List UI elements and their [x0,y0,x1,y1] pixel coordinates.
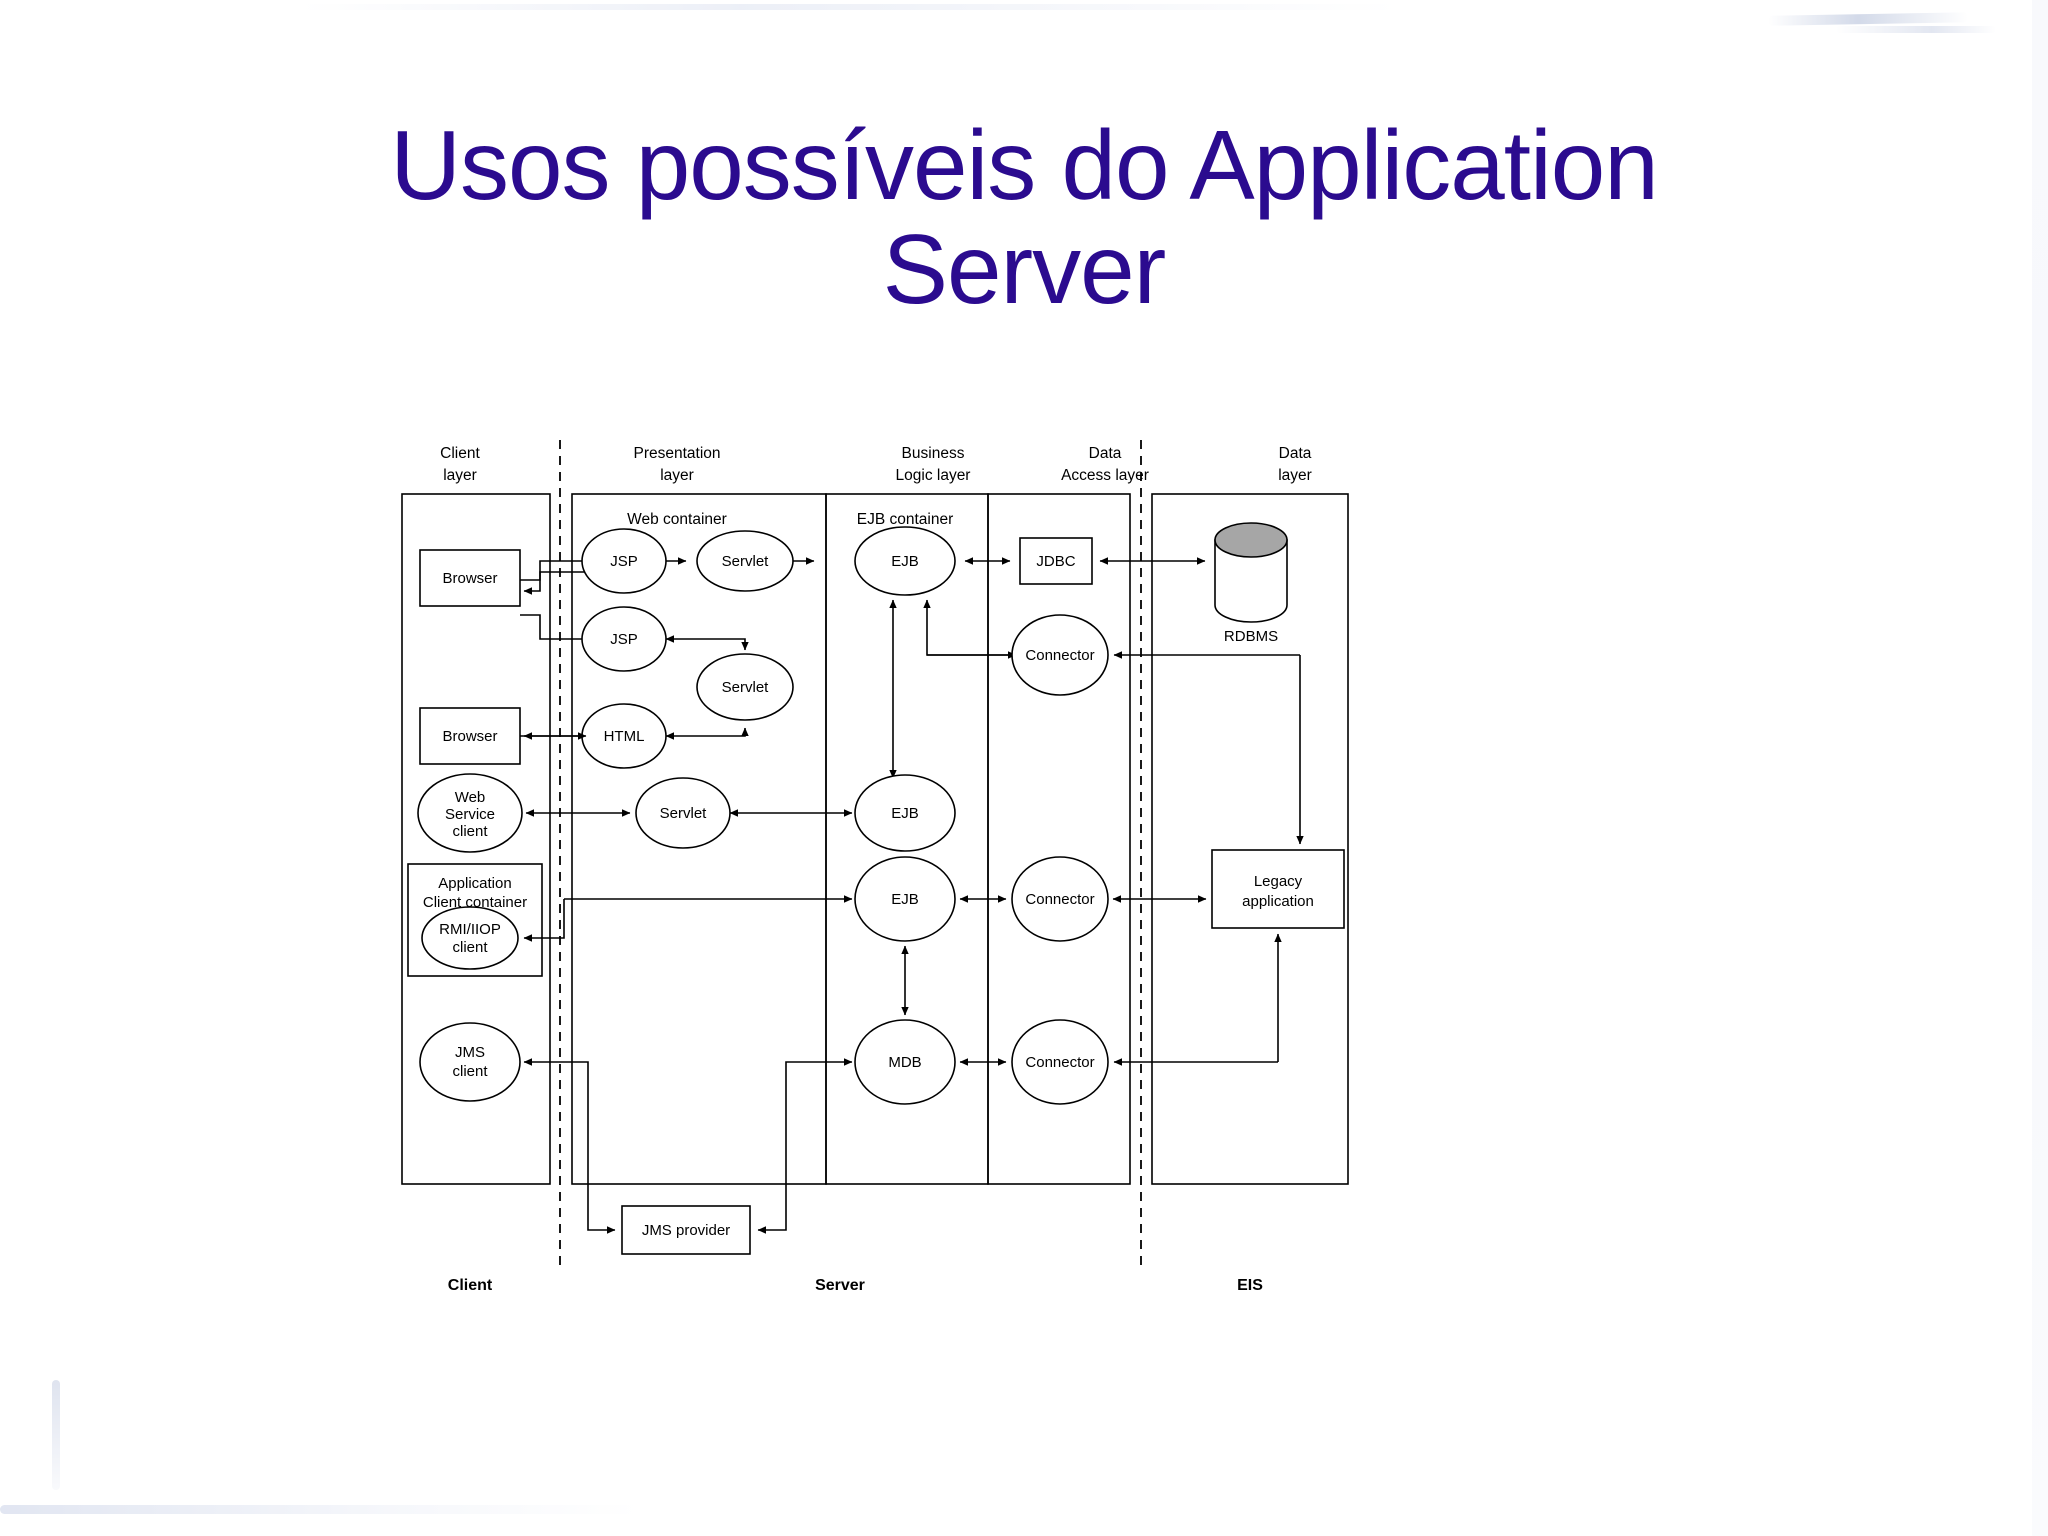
node-ejb-1[interactable]: EJB [854,526,956,596]
node-label-line3: client [452,823,488,840]
node-label: EJB [891,891,919,908]
column-header-business-logic-layer: Business Logic layer [896,445,971,484]
edge-jmsclient-to-jmsprovider [523,1058,616,1234]
column-header-data-layer: Data layer [1278,445,1312,484]
node-label-line2: client [452,939,488,956]
node-jsp-2[interactable]: JSP [581,606,667,672]
node-label: Servlet [722,679,770,696]
node-label: Connector [1025,891,1094,908]
node-label: HTML [604,728,645,745]
column-header-data-access-layer: Data Access layer [1061,445,1149,484]
node-label-line1: RMI/IIOP [439,921,501,938]
decoration-top-right-stroke-2 [1836,26,1996,33]
edge-jsp1-to-browser1 [523,571,594,595]
node-ejb-2[interactable]: EJB [854,774,956,852]
decoration-bottom-left-stroke [0,1505,640,1514]
column-header-line1: Business [902,445,965,462]
node-label: Browser [442,570,497,587]
panel-data-layer [1151,493,1349,1185]
node-label-line1: Legacy [1254,873,1303,890]
node-connector-3[interactable]: Connector [1011,1019,1109,1105]
node-label-line1: Application [438,875,511,892]
footer-label-eis: EIS [1237,1277,1263,1294]
footer-label-server: Server [815,1277,865,1294]
container-label-web: Web container [627,511,727,528]
node-connector-2[interactable]: Connector [1011,856,1109,942]
node-label: JSP [610,631,638,648]
edge-connector1-to-ejb1 [923,599,1010,656]
node-label-line1: JMS [455,1044,485,1061]
page-title: Usos possíveis do Application Server [390,109,1659,324]
node-label-line1: Web [455,789,486,806]
column-header-line2: Access layer [1061,467,1149,484]
node-label: Servlet [660,805,708,822]
node-label: Browser [442,728,497,745]
node-connector-1[interactable]: Connector [1011,614,1109,696]
node-label: Connector [1025,1054,1094,1071]
edge-browser1-to-jsp2 [520,614,595,643]
node-label-line2: client [452,1063,488,1080]
panel-client-layer [401,493,551,1185]
edge-jmsprovider-to-mdb [757,1058,853,1234]
node-label: EJB [891,553,919,570]
decoration-top-left-stroke [300,4,1400,10]
node-label: EJB [891,805,919,822]
node-label: JMS provider [642,1222,730,1239]
node-label: MDB [888,1054,921,1071]
edge-servlet2-to-html [665,727,749,740]
column-header-client-layer: Client layer [440,445,480,484]
edge-browser1-to-jsp1 [520,557,595,581]
node-label: Servlet [722,553,770,570]
column-header-line2: layer [1278,467,1312,484]
node-label: JDBC [1036,553,1075,570]
node-servlet-1[interactable]: Servlet [696,530,794,592]
node-rdbms[interactable]: RDBMS [1214,522,1288,645]
node-rmi-iiop-client[interactable]: RMI/IIOP client [421,906,519,970]
container-label-ejb: EJB container [857,511,954,528]
panel-data-access-layer [987,493,1131,1185]
node-label: Connector [1025,647,1094,664]
column-header-line1: Data [1279,445,1312,462]
node-mdb[interactable]: MDB [854,1019,956,1105]
column-header-line1: Data [1089,445,1122,462]
application-server-architecture-diagram: Client layer Presentation layer Business… [400,440,1600,1310]
column-header-line2: layer [660,467,694,484]
node-web-service-client[interactable]: Web Service client [417,773,523,853]
node-label: JSP [610,553,638,570]
node-jsp-1[interactable]: JSP [581,528,667,594]
column-header-line2: layer [443,467,477,484]
node-label-line2: Client container [423,894,527,911]
node-html[interactable]: HTML [581,703,667,769]
node-label-line2: Service [445,806,495,823]
column-header-line1: Client [440,445,480,462]
node-jms-provider[interactable]: JMS provider [621,1205,751,1255]
decoration-left-stroke [52,1380,60,1490]
edge-jsp2-to-servlet2 [665,635,749,651]
node-jdbc[interactable]: JDBC [1019,537,1093,585]
footer-label-client: Client [448,1277,493,1294]
column-header-line2: Logic layer [896,467,971,484]
node-label: RDBMS [1224,628,1278,645]
node-label-line2: application [1242,893,1314,910]
decoration-top-right-stroke [1767,12,1969,26]
edge-ejb3-to-rmiiiop [523,899,565,942]
node-jms-client[interactable]: JMS client [419,1022,521,1102]
node-browser-2[interactable]: Browser [419,707,521,765]
column-header-line1: Presentation [633,445,720,462]
node-ejb-3[interactable]: EJB [854,856,956,942]
column-header-presentation-layer: Presentation layer [633,445,720,484]
node-legacy-application[interactable]: Legacy application [1211,849,1345,929]
node-servlet-2[interactable]: Servlet [696,653,794,721]
node-servlet-3[interactable]: Servlet [635,777,731,849]
node-browser-1[interactable]: Browser [419,549,521,607]
